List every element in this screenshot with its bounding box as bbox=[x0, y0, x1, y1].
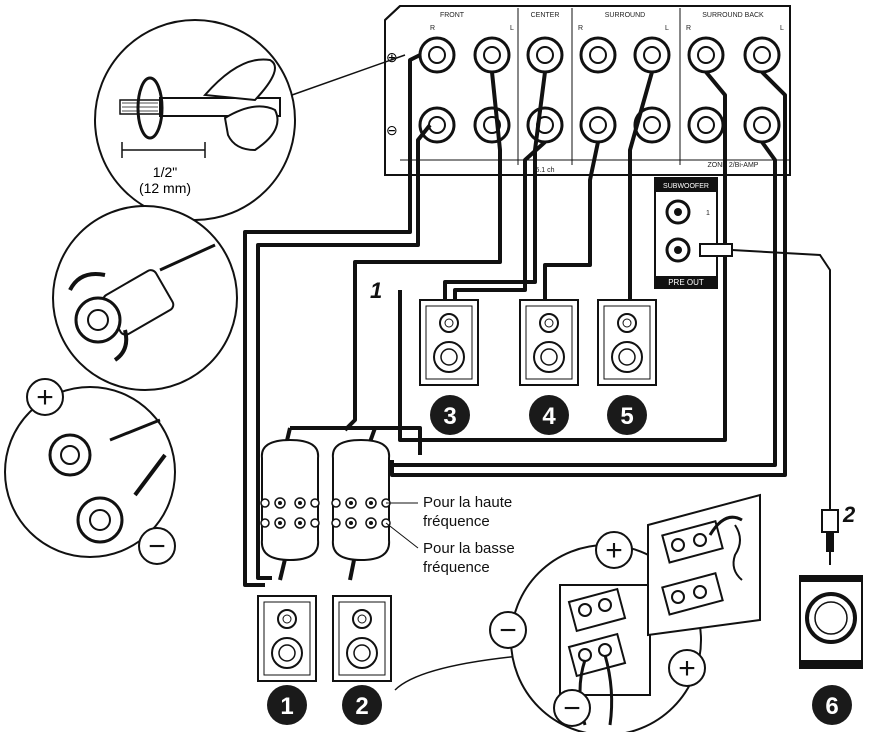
section-label-front: FRONT bbox=[440, 12, 465, 19]
back-plus-right-sign: + bbox=[678, 652, 696, 685]
speaker-front-right bbox=[332, 595, 392, 682]
back-plus-top-sign: + bbox=[605, 534, 623, 567]
polarity-minus-sign: − bbox=[148, 530, 166, 563]
badge-4: 4 bbox=[529, 395, 569, 435]
badge-4-text: 4 bbox=[542, 403, 556, 430]
post-front-r-minus bbox=[418, 106, 456, 144]
post-center-plus bbox=[526, 36, 564, 74]
post-front-r-plus bbox=[418, 36, 456, 74]
inset-tighten-terminal bbox=[52, 205, 238, 391]
section-label-center: CENTER bbox=[531, 12, 560, 19]
panel-plus-mark: ⊕ bbox=[386, 49, 398, 65]
post-surround-back-r-minus bbox=[687, 106, 725, 144]
note-low-freq-line2: fréquence bbox=[423, 559, 490, 576]
note-high-freq-line2: fréquence bbox=[423, 513, 490, 530]
back-minus-bottom-sign: − bbox=[563, 692, 581, 725]
channel-r-surround: R bbox=[578, 25, 583, 32]
subwoofer-channel-1: 1 bbox=[706, 210, 710, 217]
channel-l-surround-back: L bbox=[780, 25, 784, 32]
inset-jumper-removal bbox=[647, 493, 761, 637]
biamp-terminal-right bbox=[331, 438, 391, 562]
strip-length-imperial: 1/2" bbox=[153, 164, 177, 180]
post-surround-back-l-minus bbox=[743, 106, 781, 144]
subwoofer-cable bbox=[699, 243, 839, 565]
badge-3-text: 3 bbox=[443, 403, 456, 430]
speaker-cables bbox=[243, 53, 787, 587]
inset-wire-stripping: 1/2" (12 mm) bbox=[94, 19, 406, 221]
post-center-minus bbox=[526, 106, 564, 144]
badge-5: 5 bbox=[607, 395, 647, 435]
channel-l-surround: L bbox=[665, 25, 669, 32]
badge-1-text: 1 bbox=[280, 693, 293, 720]
subwoofer-label: SUBWOOFER bbox=[663, 183, 709, 190]
binding-posts-bottom bbox=[418, 106, 781, 144]
inset-polarity: + − bbox=[4, 378, 176, 565]
subwoofer-pre-out-jack: SUBWOOFER 1 2 PRE OUT bbox=[654, 177, 718, 289]
strip-length-metric: (12 mm) bbox=[139, 180, 191, 196]
badge-6: 6 bbox=[812, 685, 852, 725]
speaker-front-left bbox=[257, 595, 317, 682]
pre-out-label: PRE OUT bbox=[668, 278, 704, 287]
badge-6-text: 6 bbox=[825, 693, 838, 720]
post-surround-back-r-plus bbox=[687, 36, 725, 74]
post-surround-back-l-plus bbox=[743, 36, 781, 74]
badge-5-text: 5 bbox=[620, 403, 633, 430]
channel-l-front: L bbox=[510, 25, 514, 32]
panel-minus-mark: ⊖ bbox=[386, 122, 398, 138]
speaker-surround-left bbox=[519, 299, 579, 386]
channel-r-surround-back: R bbox=[686, 25, 691, 32]
speaker-surround-right bbox=[597, 299, 657, 386]
speaker-center bbox=[419, 299, 479, 386]
step-2-label: 2 bbox=[842, 502, 856, 527]
section-label-surround: SURROUND bbox=[605, 12, 645, 19]
post-surround-l-plus bbox=[633, 36, 671, 74]
post-front-l-minus bbox=[473, 106, 511, 144]
post-surround-r-plus bbox=[579, 36, 617, 74]
label-zone2-biamp: ZONE 2/Bi-AMP bbox=[708, 162, 759, 169]
badge-2: 2 bbox=[342, 685, 382, 725]
polarity-plus-sign: + bbox=[36, 381, 54, 414]
post-front-l-plus bbox=[473, 36, 511, 74]
label-5-1-ch: 5.1 ch bbox=[535, 167, 554, 174]
section-label-surround-back: SURROUND BACK bbox=[702, 12, 764, 19]
biamp-terminal-left bbox=[260, 438, 320, 562]
badge-3: 3 bbox=[430, 395, 470, 435]
badge-2-text: 2 bbox=[355, 693, 368, 720]
back-minus-left-sign: − bbox=[499, 614, 517, 647]
step-1-label: 1 bbox=[370, 278, 382, 303]
badge-1: 1 bbox=[267, 685, 307, 725]
note-low-freq-line1: Pour la basse bbox=[423, 540, 515, 557]
subwoofer bbox=[799, 575, 863, 669]
note-high-freq-line1: Pour la haute bbox=[423, 494, 512, 511]
post-surround-r-minus bbox=[579, 106, 617, 144]
channel-r-front: R bbox=[430, 25, 435, 32]
